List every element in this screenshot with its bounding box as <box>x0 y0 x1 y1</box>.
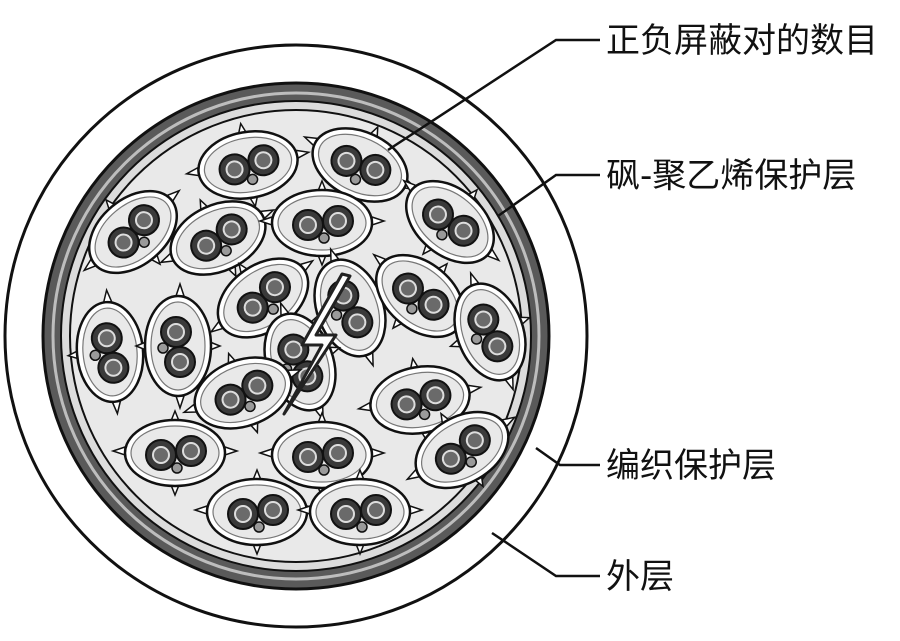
shielded-pair <box>257 178 387 268</box>
lightning-bolt-icon <box>282 272 352 416</box>
shielded-pair <box>181 351 303 435</box>
label-sulfone-polyethylene-layer: 砜-聚乙烯保护层 <box>606 156 856 196</box>
shielded-pair <box>448 270 532 392</box>
shielded-pair <box>401 179 501 265</box>
label-outer-layer: 外层 <box>606 557 674 597</box>
shielded-pairs-group <box>66 121 532 557</box>
shielded-pair <box>184 121 312 209</box>
shielded-pair <box>295 467 425 557</box>
leader-line-sulfone-layer <box>497 173 600 218</box>
shielded-pair <box>82 189 182 275</box>
shielded-pair <box>302 125 420 205</box>
leader-line-braided-layer <box>535 446 600 467</box>
shielded-pair <box>192 467 322 557</box>
shielded-pair <box>133 281 223 411</box>
shielded-pair <box>257 410 387 500</box>
shielded-pair <box>66 287 154 416</box>
braid-stripe <box>51 91 541 581</box>
shielded-pair <box>110 408 240 498</box>
shielded-pair <box>405 410 517 490</box>
label-braided-layer: 编织保护层 <box>606 446 776 486</box>
shielded-pair <box>158 198 276 278</box>
leader-line-outer-layer <box>491 531 600 578</box>
label-shielded-pairs: 正负屏蔽对的数目 <box>606 21 878 61</box>
leader-line-shielded-pairs <box>387 38 600 152</box>
